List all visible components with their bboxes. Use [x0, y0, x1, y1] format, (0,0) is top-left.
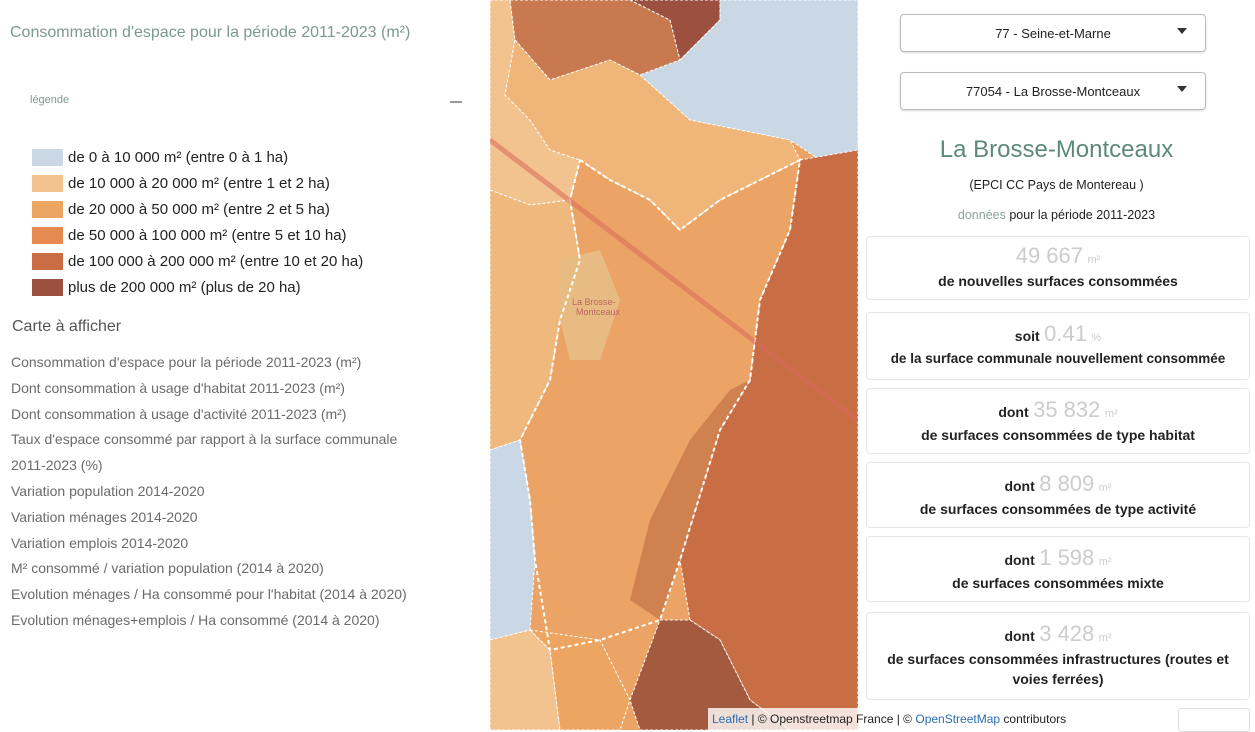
stat-value: 35 832 [1033, 397, 1101, 422]
stat-desc: de surfaces consommées de type activité [919, 501, 1197, 517]
stat-desc: de surfaces consommées mixte [952, 575, 1164, 591]
choropleth-map[interactable]: La Brosse- Montceaux [490, 0, 858, 730]
layer-option-m2-population[interactable]: M² consommé / variation population (2014… [11, 560, 324, 577]
map-polygon [639, 0, 858, 161]
map-polygon [629, 0, 721, 61]
stat-value: 49 667 [1015, 243, 1083, 268]
legend-item: de 0 à 10 000 m² (entre 0 à 1 ha) [32, 144, 363, 170]
map-polygon [630, 380, 750, 620]
legend-toggle-label[interactable]: légende [30, 94, 70, 106]
leaflet-link[interactable]: Leaflet [712, 712, 749, 726]
layer-section-title: Carte à afficher [12, 318, 122, 335]
stat-card-habitat: dont 35 832 m² de surfaces consommées de… [866, 388, 1250, 454]
map-canvas[interactable]: La Brosse- Montceaux [490, 0, 858, 730]
map-polygon [490, 629, 561, 730]
epci-label: (EPCI CC Pays de Montereau ) [969, 178, 1144, 192]
layer-option-var-emplois[interactable]: Variation emplois 2014-2020 [11, 534, 189, 551]
legend-item: de 50 000 à 100 000 m² (entre 5 et 10 ha… [32, 222, 363, 248]
stat-card-total: 49 667 m² de nouvelles surfaces consommé… [866, 236, 1250, 300]
map-title: Consommation d'espace pour la période 20… [10, 24, 411, 41]
map-polygon [629, 619, 791, 730]
right-panel: 77 - Seine-et-Marne 77054 - La Brosse-Mo… [858, 0, 1255, 730]
map-town-label: Montceaux [576, 307, 621, 317]
layer-option-var-population[interactable]: Variation population 2014-2020 [11, 482, 205, 499]
layer-option-habitat[interactable]: Dont consommation à usage d'habitat 2011… [11, 379, 345, 396]
legend-swatch [32, 226, 63, 244]
layer-list: Consommation d'espace pour la période 20… [11, 350, 481, 634]
layer-option-var-menages[interactable]: Variation ménages 2014-2020 [11, 508, 198, 525]
stat-value: 3 428 [1039, 621, 1095, 646]
map-town-label: La Brosse- [572, 297, 616, 307]
layer-option-taux-cont[interactable]: 2011-2023 (%) [11, 457, 103, 474]
stat-value: 0.41 [1044, 321, 1087, 346]
stat-desc: de surfaces consommées infrastructures (… [887, 651, 1229, 687]
legend-swatch [32, 148, 63, 166]
department-select[interactable]: 77 - Seine-et-Marne [900, 14, 1206, 52]
legend-item: plus de 200 000 m² (plus de 20 ha) [32, 274, 363, 300]
stat-card-mixte: dont 1 598 m² de surfaces consommées mix… [866, 536, 1250, 602]
commune-boundary [518, 158, 802, 652]
commune-select[interactable]: 77054 - La Brosse-Montceaux [900, 72, 1206, 110]
legend-swatch [32, 278, 63, 296]
legend-swatch [32, 252, 63, 270]
stat-card-activite: dont 8 809 m² de surfaces consommées de … [866, 462, 1250, 528]
stat-value: 8 809 [1039, 471, 1095, 496]
footer-button[interactable] [1178, 708, 1250, 732]
chevron-down-icon [1177, 86, 1187, 92]
layer-option-taux[interactable]: Taux d'espace consommé par rapport à la … [11, 431, 398, 448]
legend-list: de 0 à 10 000 m² (entre 0 à 1 ha) de 10 … [32, 144, 363, 300]
layer-option-consommation[interactable]: Consommation d'espace pour la période 20… [11, 354, 362, 370]
stat-desc: de la surface communale nouvellement con… [890, 351, 1226, 366]
chevron-down-icon [1177, 28, 1187, 34]
osm-link[interactable]: OpenStreetMap [915, 712, 1001, 726]
stat-value: 1 598 [1039, 545, 1095, 570]
layer-option-menages-emplois[interactable]: Evolution ménages+emplois / Ha consommé … [11, 611, 380, 628]
layer-option-activite[interactable]: Dont consommation à usage d'activité 201… [11, 405, 347, 422]
left-panel: Consommation d'espace pour la période 20… [0, 0, 490, 730]
stat-desc: de surfaces consommées de type habitat [921, 427, 1195, 443]
legend-swatch [32, 200, 63, 218]
stat-desc: de nouvelles surfaces consommées [938, 273, 1178, 289]
legend-item: de 10 000 à 20 000 m² (entre 1 et 2 ha) [32, 170, 363, 196]
road-line [490, 138, 858, 422]
legend-item: de 20 000 à 50 000 m² (entre 2 et 5 ha) [32, 196, 363, 222]
legend-swatch [32, 174, 63, 192]
map-attribution: Leaflet | © Openstreetmap France | © Ope… [708, 708, 1152, 730]
period-label: données pour la période 2011-2023 [957, 208, 1156, 222]
commune-name: La Brosse-Montceaux [939, 136, 1174, 163]
map-polygon [504, 38, 801, 231]
layer-option-menages-habitat[interactable]: Evolution ménages / Ha consommé pour l'h… [11, 586, 407, 603]
stat-card-infrastructures: dont 3 428 m² de surfaces consommées inf… [866, 612, 1250, 700]
legend-item: de 100 000 à 200 000 m² (entre 10 et 20 … [32, 248, 363, 274]
stat-card-ratio: soit 0.41 % de la surface communale nouv… [866, 312, 1250, 380]
collapse-icon[interactable] [450, 101, 462, 103]
